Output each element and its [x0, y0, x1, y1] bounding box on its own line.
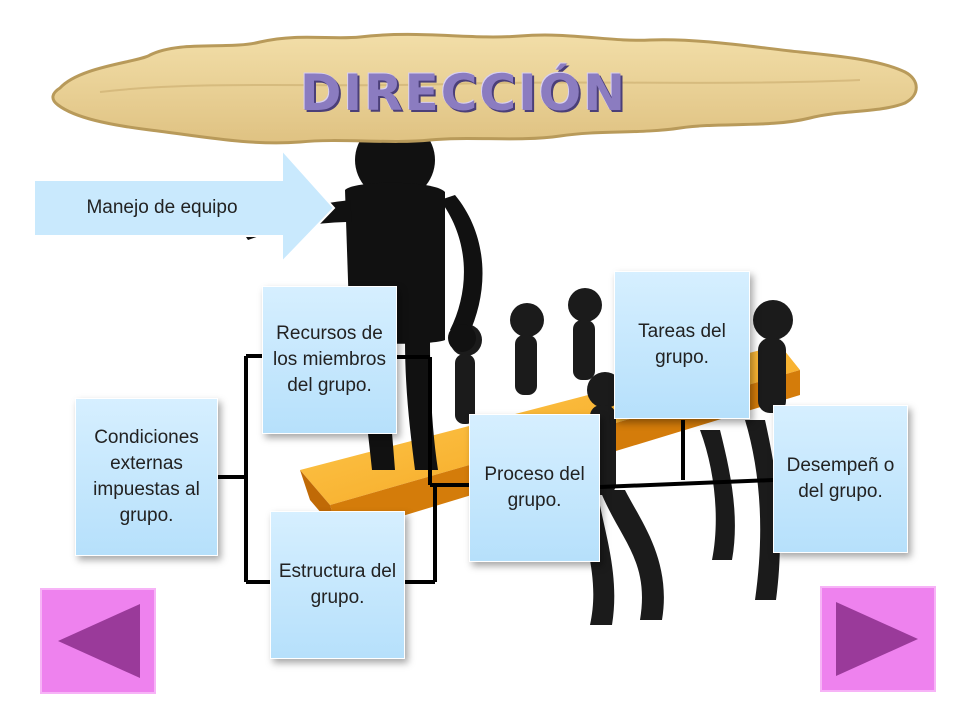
title-scroll	[51, 32, 918, 145]
connector-lines	[218, 354, 774, 584]
arrow-shape	[33, 147, 336, 265]
box-group-performance: Desempeñ o del grupo.	[773, 405, 908, 553]
slide-title: DIRECCIÓN	[300, 64, 628, 122]
previous-button[interactable]	[38, 586, 158, 696]
triangle-right-icon	[818, 584, 938, 694]
triangle-left-icon	[38, 586, 158, 696]
arrow-label: Manejo de equipo	[86, 197, 238, 218]
box-group-process: Proceso del grupo.	[469, 414, 600, 562]
group-figures	[450, 288, 793, 625]
box-member-resources: Recursos de los miembros del grupo.	[262, 286, 397, 434]
box-group-structure: Estructura del grupo.	[270, 511, 405, 659]
box-group-tasks: Tareas del grupo.	[614, 271, 750, 419]
next-button[interactable]	[818, 584, 938, 694]
box-external-conditions: Condiciones externas impuestas al grupo.	[75, 398, 218, 556]
